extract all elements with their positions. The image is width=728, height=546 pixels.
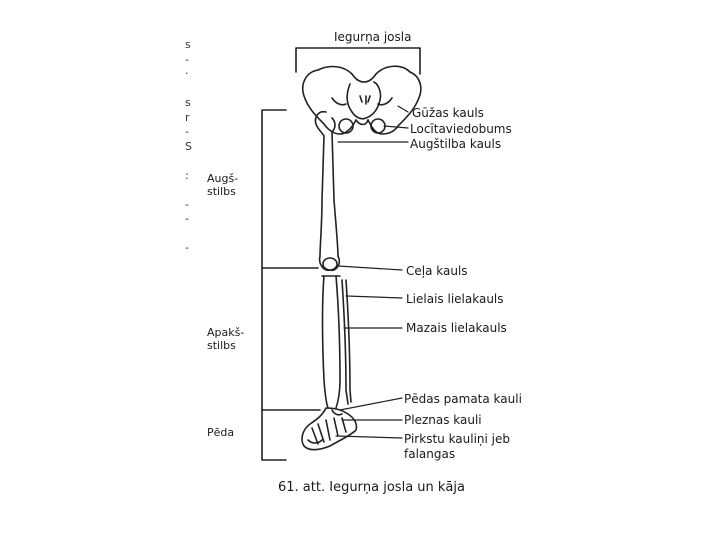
label-tibia: Lielais lielakauls xyxy=(406,292,504,306)
label-hip-bone: Gūžas kauls xyxy=(412,106,484,120)
label-fibula: Mazais lielakauls xyxy=(406,321,507,335)
label-metatarsals: Pleznas kauli xyxy=(404,413,482,427)
label-phalanges-line1: Pirkstu kauliņi jeb xyxy=(404,432,511,446)
label-kneecap: Ceļa kauls xyxy=(406,264,468,278)
pelvis xyxy=(302,65,422,135)
label-phalanges-line2: falangas xyxy=(404,447,456,461)
label-pelvic-girdle: Iegurņa josla xyxy=(334,30,412,44)
label-thigh: Augš- stilbs xyxy=(207,172,239,198)
label-foot: Pēda xyxy=(207,426,235,439)
leader-lines xyxy=(335,105,409,439)
label-tarsals: Pēdas pamata kauli xyxy=(404,392,522,406)
label-hip-socket: Locītaviedobums xyxy=(410,122,512,136)
foot xyxy=(301,407,358,451)
figure-caption: 61. att. Iegurņa josla un kāja xyxy=(278,480,465,495)
fibula xyxy=(341,279,352,405)
label-lower-leg: Apakš- stilbs xyxy=(207,326,245,352)
label-femur: Augštilba kauls xyxy=(410,137,502,151)
tibia xyxy=(321,275,341,409)
margin-text-fragments: s - · s r - S : - - - xyxy=(185,38,192,254)
leg-region-bracket xyxy=(261,109,287,461)
pelvic-girdle-bracket xyxy=(295,47,421,75)
kneecap xyxy=(322,257,338,271)
femur xyxy=(314,110,341,272)
